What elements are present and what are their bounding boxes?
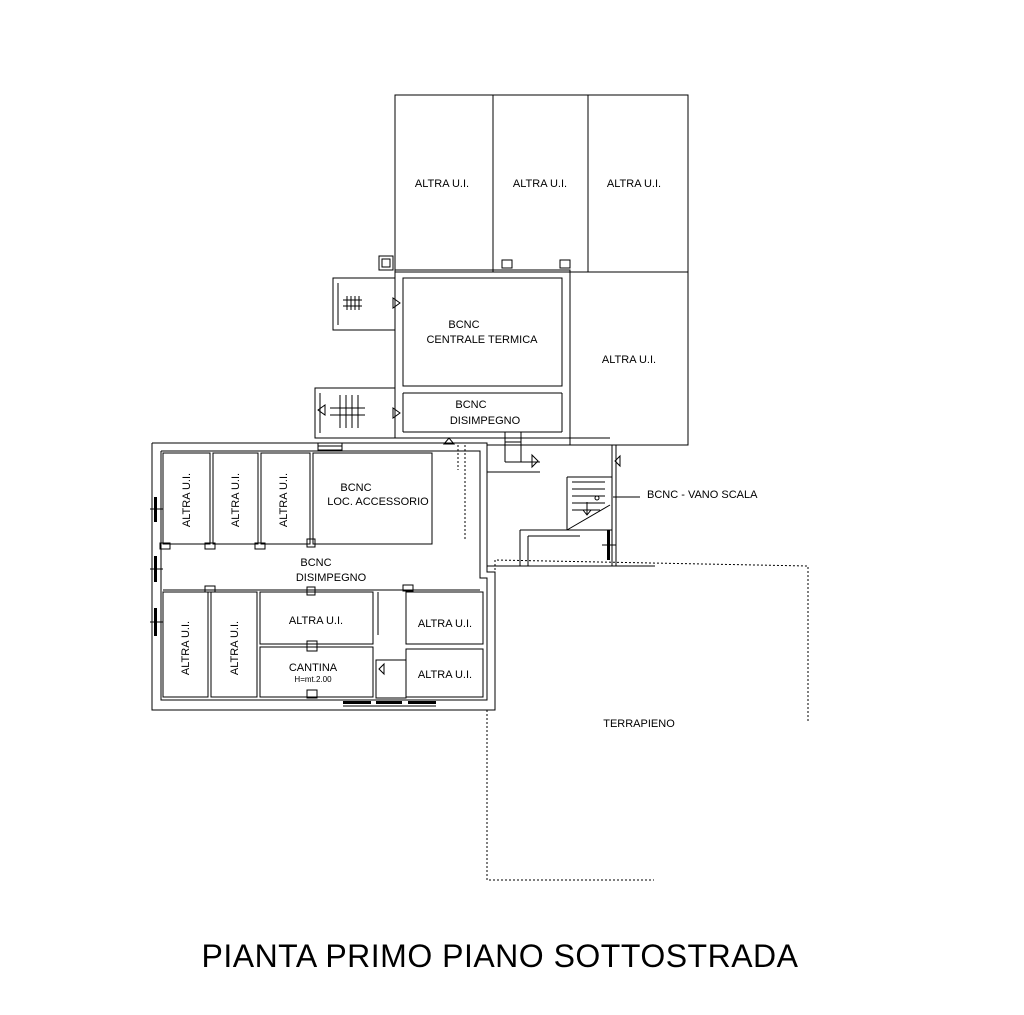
- room-left-v1: ALTRA U.I.: [181, 473, 193, 527]
- room-disimpegno-mid-b: DISIMPEGNO: [296, 572, 367, 584]
- room-bottom-v2: ALTRA U.I.: [229, 621, 241, 675]
- room-disimpegno-mid-a: BCNC: [300, 557, 331, 569]
- room-top-left: ALTRA U.I.: [415, 178, 469, 190]
- room-cantina-height: H=mt.2.00: [294, 675, 332, 684]
- label-vano-scala: BCNC - VANO SCALA: [647, 489, 758, 501]
- plan-title: PIANTA PRIMO PIANO SOTTOSTRADA: [201, 938, 799, 974]
- room-cantina: CANTINA: [289, 662, 338, 674]
- room-accessorio-a: BCNC: [340, 482, 371, 494]
- vano-scala: [457, 444, 640, 567]
- room-left-v2: ALTRA U.I.: [230, 473, 242, 527]
- room-accessorio-b: LOC. ACCESSORIO: [327, 496, 429, 508]
- room-disimpegno-top-b: DISIMPEGNO: [450, 415, 521, 427]
- label-terrapieno: TERRAPIENO: [603, 718, 675, 730]
- terrapieno-area: [486, 559, 809, 881]
- room-right-low1: ALTRA U.I.: [418, 618, 472, 630]
- room-right-mid: ALTRA U.I.: [602, 354, 656, 366]
- room-bottom-v1: ALTRA U.I.: [180, 621, 192, 675]
- room-termica-a: BCNC: [448, 319, 479, 331]
- left-block: [150, 442, 496, 711]
- middle-block: [314, 269, 689, 473]
- top-block: [378, 94, 689, 273]
- room-disimpegno-top-a: BCNC: [455, 399, 486, 411]
- room-bottom-h1: ALTRA U.I.: [289, 615, 343, 627]
- room-left-v3: ALTRA U.I.: [278, 473, 290, 527]
- room-termica-b: CENTRALE TERMICA: [426, 334, 538, 346]
- room-top-mid: ALTRA U.I.: [513, 178, 567, 190]
- room-top-right: ALTRA U.I.: [607, 178, 661, 190]
- room-right-low2: ALTRA U.I.: [418, 669, 472, 681]
